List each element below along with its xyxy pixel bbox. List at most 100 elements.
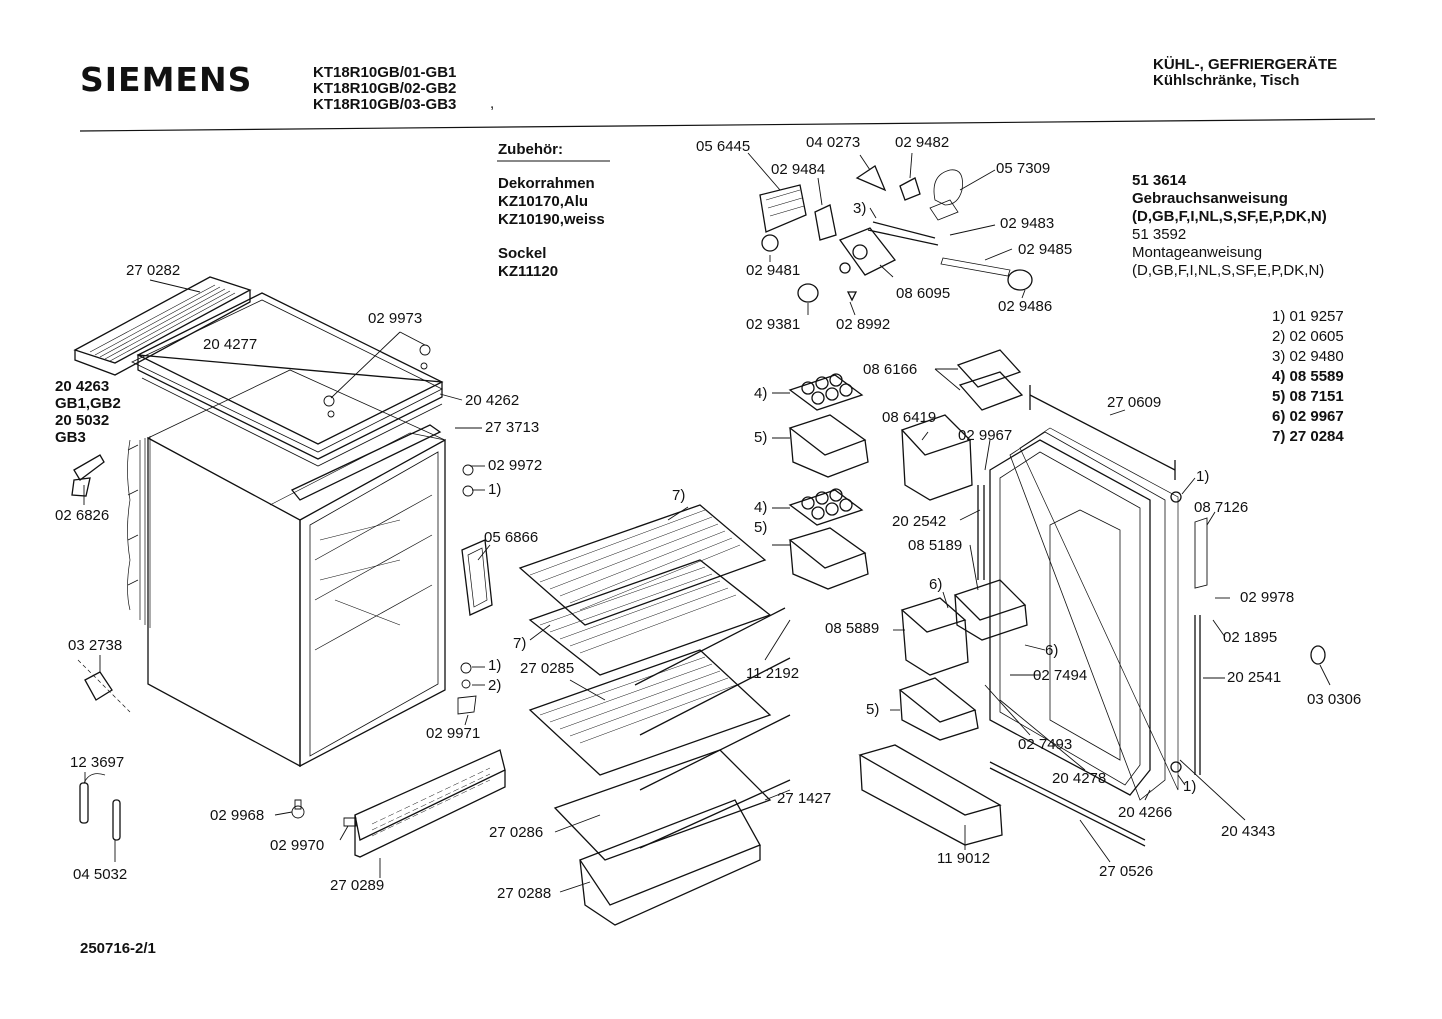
footnote-ref: 1) — [1196, 468, 1210, 485]
plinth-drawing — [355, 750, 505, 857]
legend-row: 2) 02 0605 — [1272, 328, 1344, 345]
category-title: KÜHL-, GEFRIERGERÄTE — [1153, 56, 1338, 73]
part-label: 20 4266 — [1118, 804, 1173, 821]
drawing-number: 250716-2/1 — [80, 940, 156, 957]
model-list: KT18R10GB/01-GB1 KT18R10GB/02-GB2 KT18R1… — [313, 65, 456, 113]
frame-title: Dekorrahmen — [498, 175, 595, 192]
footnote-ref: 7) — [672, 487, 686, 504]
part-label: 04 5032 — [73, 866, 128, 883]
frame-item-alu: KZ10170,Alu — [498, 193, 589, 210]
footnote-ref: 2) — [488, 677, 502, 694]
base-item: KZ11120 — [498, 263, 559, 280]
part-label: 20 2542 — [892, 513, 947, 530]
part-label: 12 3697 — [70, 754, 125, 771]
legend-row: 1) 01 9257 — [1272, 308, 1344, 325]
part-label: 20 4343 — [1221, 823, 1276, 840]
part-label: 08 5889 — [825, 620, 880, 637]
part-label: 27 0286 — [489, 824, 544, 841]
install-languages: (D,GB,F,I,NL,S,SF,E,P,DK,N) — [1132, 262, 1325, 279]
footnote-legend: 1) 01 9257 2) 02 0605 3) 02 9480 4) 08 5… — [1272, 307, 1344, 447]
legend-row: 5) 08 7151 — [1272, 388, 1344, 405]
part-label: 02 9968 — [210, 807, 265, 824]
screws-drawing — [292, 345, 476, 826]
part-label: 03 2738 — [68, 637, 123, 654]
part-label: 08 6095 — [896, 285, 951, 302]
accessories-base: Sockel KZ11120 — [498, 245, 558, 281]
sensor-drawing — [80, 774, 120, 840]
manual-languages: (D,GB,F,I,NL,S,SF,E,P,DK,N) — [1132, 208, 1327, 225]
part-label: 27 0288 — [497, 885, 552, 902]
part-label: 04 0273 — [806, 134, 861, 151]
part-label: 11 9012 — [937, 850, 991, 867]
part-label: 05 7309 — [996, 160, 1051, 177]
install-number: 51 3592 — [1132, 226, 1187, 243]
part-label: 02 9972 — [488, 457, 543, 474]
accessories-frame: Dekorrahmen KZ10170,Alu KZ10190,weiss — [498, 175, 605, 229]
leader-lines — [84, 153, 1330, 892]
egg-trays-drawing — [790, 374, 868, 589]
part-label: 02 9978 — [1240, 589, 1295, 606]
manual-title: Gebrauchsanweisung — [1132, 190, 1288, 207]
part-label: 03 0306 — [1307, 691, 1362, 708]
part-label: 02 1895 — [1223, 629, 1278, 646]
documents-block: 51 3614 Gebrauchsanweisung (D,GB,F,I,NL,… — [1132, 172, 1327, 280]
part-label: 02 9483 — [1000, 215, 1055, 232]
variant-label: GB1,GB2 — [55, 395, 121, 412]
base-title: Sockel — [498, 245, 547, 262]
part-label: 08 6166 — [863, 361, 918, 378]
cabinet-drawing — [148, 370, 445, 766]
footnote-ref: 5) — [754, 429, 768, 446]
part-label: 27 0609 — [1107, 394, 1162, 411]
part-label: 08 5189 — [908, 537, 963, 554]
model-2: KT18R10GB/02-GB2 — [313, 80, 457, 97]
accessories-heading: Zubehör: — [498, 141, 563, 158]
part-label: 02 9971 — [426, 725, 481, 742]
hinge-left-drawing — [72, 455, 104, 496]
legend-row: 4) 08 5589 — [1272, 368, 1344, 385]
part-label: 20 4262 — [465, 392, 520, 409]
stray-mark: , — [490, 95, 495, 112]
brand-logo: SIEMENS — [80, 60, 253, 99]
part-label: 20 4263 — [55, 378, 110, 395]
frame-item-weiss: KZ10190,weiss — [498, 211, 605, 228]
door-drawing — [978, 385, 1325, 846]
part-label: 02 9970 — [270, 837, 325, 854]
part-label: 02 9381 — [746, 316, 801, 333]
footnote-ref: 4) — [754, 385, 768, 402]
part-label: 20 4278 — [1052, 770, 1107, 787]
footnote-ref: 4) — [754, 499, 768, 516]
condenser-drawing — [128, 436, 151, 628]
plate-drawing — [462, 540, 492, 615]
header-rule — [80, 119, 1375, 131]
part-label: 02 6826 — [55, 507, 110, 524]
footnote-ref: 6) — [1045, 642, 1059, 659]
part-label: 27 0526 — [1099, 863, 1154, 880]
manual-number: 51 3614 — [1132, 172, 1187, 189]
part-label: 02 9486 — [998, 298, 1053, 315]
category-subtitle: Kühlschränke, Tisch — [1153, 72, 1300, 89]
install-title: Montageanweisung — [1132, 244, 1263, 261]
legend-row: 7) 27 0284 — [1272, 428, 1344, 445]
crisper-drawing — [580, 800, 760, 925]
footnote-ref: 3) — [853, 200, 867, 217]
model-1: KT18R10GB/01-GB1 — [313, 64, 457, 81]
part-label: 02 7494 — [1033, 667, 1088, 684]
part-label: 27 0285 — [520, 660, 575, 677]
part-label: 05 6445 — [696, 138, 751, 155]
part-label: 02 9973 — [368, 310, 423, 327]
part-label: 08 7126 — [1194, 499, 1249, 516]
part-label: 27 3713 — [485, 419, 540, 436]
part-label: 27 0282 — [126, 262, 181, 279]
part-label: 27 0289 — [330, 877, 385, 894]
part-label: 20 5032 — [55, 412, 110, 429]
part-label: 02 9485 — [1018, 241, 1073, 258]
variant-label: GB3 — [55, 429, 86, 446]
legend-row: 3) 02 9480 — [1272, 348, 1344, 365]
vent-grille-drawing — [75, 277, 250, 375]
door-bins-drawing — [860, 350, 1027, 845]
footnote-ref: 1) — [488, 481, 502, 498]
thermostat-drawing — [78, 660, 130, 712]
part-label: 02 7493 — [1018, 736, 1073, 753]
part-label: 11 2192 — [746, 665, 800, 682]
footnote-ref: 6) — [929, 576, 943, 593]
